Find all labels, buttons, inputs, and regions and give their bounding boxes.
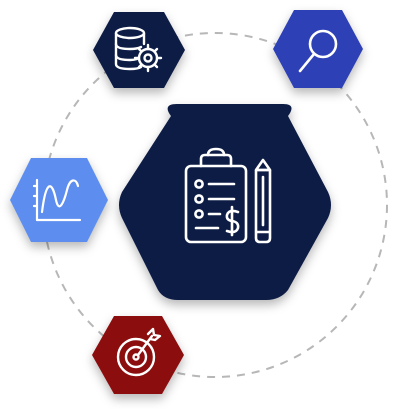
center-hexagon <box>119 104 331 300</box>
center-hexagon-shape <box>119 104 331 300</box>
search-hexagon <box>273 10 363 88</box>
magnifying-glass-icon <box>298 29 338 73</box>
search-node[interactable] <box>273 10 363 88</box>
clipboard-checklist-pencil-dollar-icon <box>184 147 272 244</box>
database-gear-icon <box>114 26 163 73</box>
database-settings-node[interactable] <box>93 12 185 88</box>
analytics-node[interactable] <box>10 158 108 242</box>
target-arrow-icon <box>116 327 162 377</box>
analytics-hexagon <box>10 158 108 242</box>
line-chart-icon <box>32 178 82 222</box>
target-node[interactable] <box>92 316 184 394</box>
